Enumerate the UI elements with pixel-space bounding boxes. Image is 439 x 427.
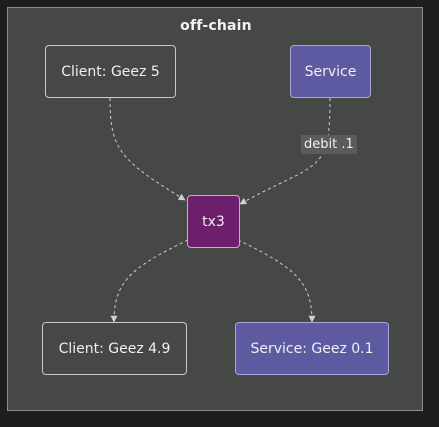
edge-tx-to-service <box>237 239 316 323</box>
node-label: Service <box>304 63 357 80</box>
node-client-geez-5[interactable]: Client: Geez 5 <box>45 45 176 98</box>
cluster-title: off-chain <box>180 18 252 34</box>
node-service-geez-0-1[interactable]: Service: Geez 0.1 <box>235 322 389 375</box>
node-label: Client: Geez 5 <box>61 63 160 80</box>
node-client-geez-4-9[interactable]: Client: Geez 4.9 <box>42 322 187 375</box>
node-service[interactable]: Service <box>290 45 371 98</box>
edge-label-debit: debit .1 <box>301 135 357 154</box>
node-label: Client: Geez 4.9 <box>58 340 171 357</box>
node-label: tx3 <box>202 213 225 230</box>
edge-client-to-tx <box>109 97 186 201</box>
edge-tx-to-client <box>110 239 189 323</box>
node-tx3[interactable]: tx3 <box>187 195 240 248</box>
node-label: Service: Geez 0.1 <box>250 340 374 357</box>
